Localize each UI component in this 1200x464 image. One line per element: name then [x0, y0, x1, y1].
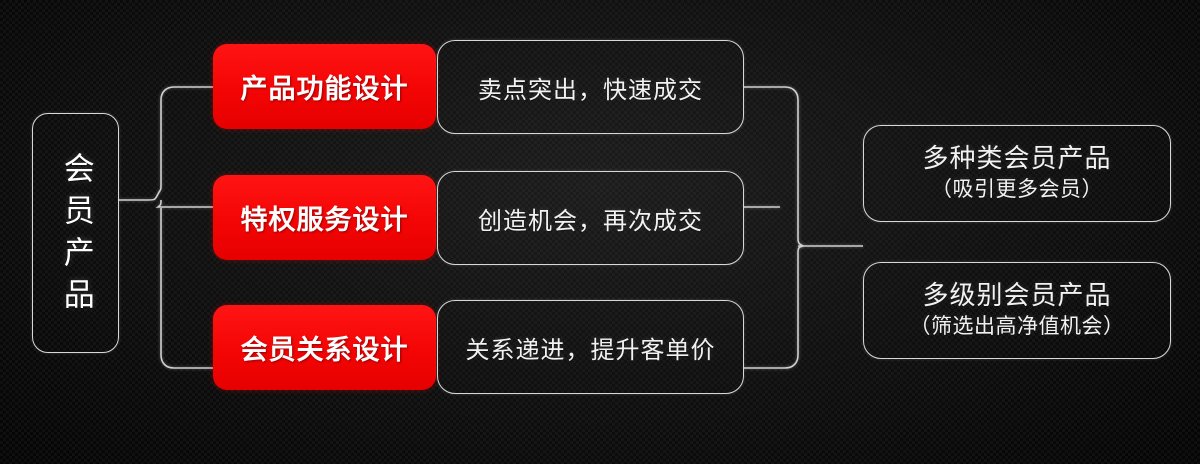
branch-description-text: 创造机会，再次成交 — [478, 206, 703, 235]
branch-description-privilege-service-design[interactable]: 创造机会，再次成交 — [437, 171, 744, 265]
left-brace-connector — [119, 86, 213, 201]
outcome-subtitle: （筛选出高净值机会） — [909, 313, 1125, 338]
branch-description-text: 卖点突出，快速成交 — [478, 75, 703, 104]
right-brace-lower — [744, 245, 804, 369]
right-brace-upper — [744, 86, 804, 247]
branch-label-member-relationship-design[interactable]: 会员关系设计 — [213, 305, 436, 390]
outcome-node-multi-category[interactable]: 多种类会员产品 （吸引更多会员） — [863, 125, 1171, 222]
root-node-member-product[interactable]: 会员产品 — [32, 113, 119, 353]
root-node-label: 会员产品 — [57, 152, 94, 320]
branch-description-product-function-design[interactable]: 卖点突出，快速成交 — [437, 40, 744, 134]
left-brace-middle-stub — [155, 199, 213, 208]
left-brace-lower — [160, 208, 213, 369]
branch-label-text: 会员关系设计 — [240, 335, 409, 366]
outcome-node-multi-level[interactable]: 多级别会员产品 （筛选出高净值机会） — [863, 262, 1171, 359]
outcome-subtitle: （吸引更多会员） — [931, 176, 1103, 201]
branch-description-member-relationship-design[interactable]: 关系递进，提升客单价 — [437, 300, 744, 394]
branch-label-text: 产品功能设计 — [240, 74, 409, 105]
outcome-title: 多种类会员产品 — [922, 143, 1112, 174]
branch-label-product-function-design[interactable]: 产品功能设计 — [213, 44, 436, 129]
branch-label-text: 特权服务设计 — [240, 205, 409, 236]
outcome-title: 多级别会员产品 — [922, 280, 1112, 311]
branch-description-text: 关系递进，提升客单价 — [465, 335, 716, 364]
branch-label-privilege-service-design[interactable]: 特权服务设计 — [213, 175, 436, 260]
